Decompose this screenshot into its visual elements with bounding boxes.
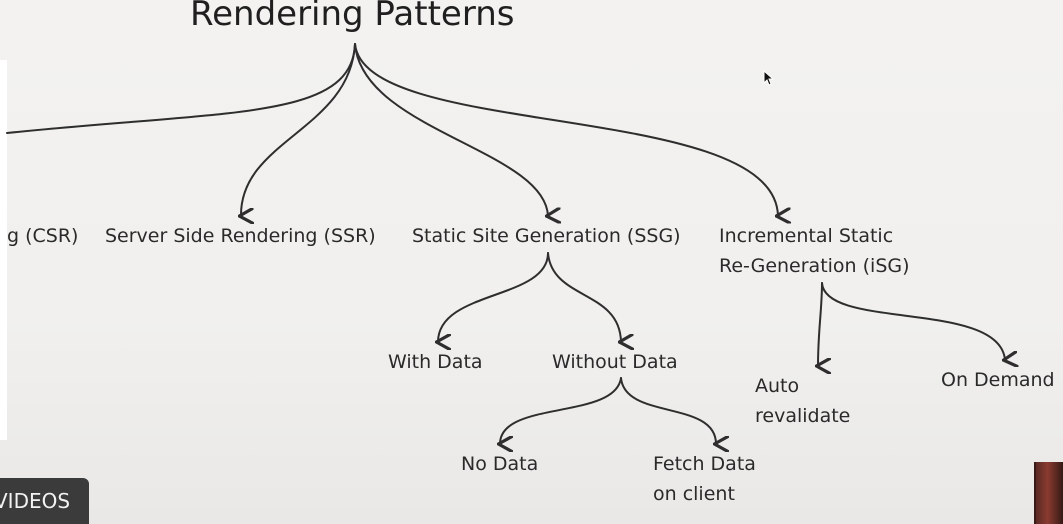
node-fetch-line2: on client	[653, 483, 735, 505]
edge-ssg-without	[547, 252, 621, 342]
node-auto-line1: Auto	[755, 375, 800, 397]
edge-isg-ondemand	[821, 282, 1005, 360]
node-isg-line1: Incremental Static	[719, 225, 894, 247]
videos-button[interactable]: VIDEOS	[0, 478, 89, 524]
edge-title-ssr	[241, 43, 356, 216]
node-ssg: Static Site Generation (SSG)	[412, 225, 681, 247]
node-no-data: No Data	[461, 453, 539, 475]
edge-ssg-with	[438, 252, 549, 342]
mouse-pointer-icon	[763, 70, 775, 86]
edge-title-isg	[354, 43, 778, 216]
edge-without-nodata	[500, 377, 622, 444]
edge-without-fetch	[620, 377, 716, 444]
node-fetch-line1: Fetch Data	[653, 453, 756, 475]
edge-isg-auto	[818, 282, 822, 366]
node-ssr: Server Side Rendering (SSR)	[105, 225, 376, 247]
node-isg-line2: Re-Generation (iSG)	[719, 255, 910, 277]
node-csr: g (CSR)	[7, 225, 79, 247]
edge-title-csr	[6, 43, 356, 134]
node-auto-revalidate: Auto revalidate	[755, 371, 850, 431]
node-on-demand: On Demand	[941, 369, 1055, 391]
left-edge-panel	[0, 60, 7, 440]
diagram-title: Rendering Patterns	[190, 0, 515, 34]
node-without-data: Without Data	[552, 351, 678, 373]
edge-title-ssg	[354, 43, 548, 216]
presenter-thumbnail	[1034, 462, 1063, 524]
node-isg: Incremental Static Re-Generation (iSG)	[719, 221, 910, 281]
node-with-data: With Data	[388, 351, 483, 373]
node-auto-line2: revalidate	[755, 405, 851, 427]
node-fetch-data: Fetch Data on client	[653, 449, 756, 509]
